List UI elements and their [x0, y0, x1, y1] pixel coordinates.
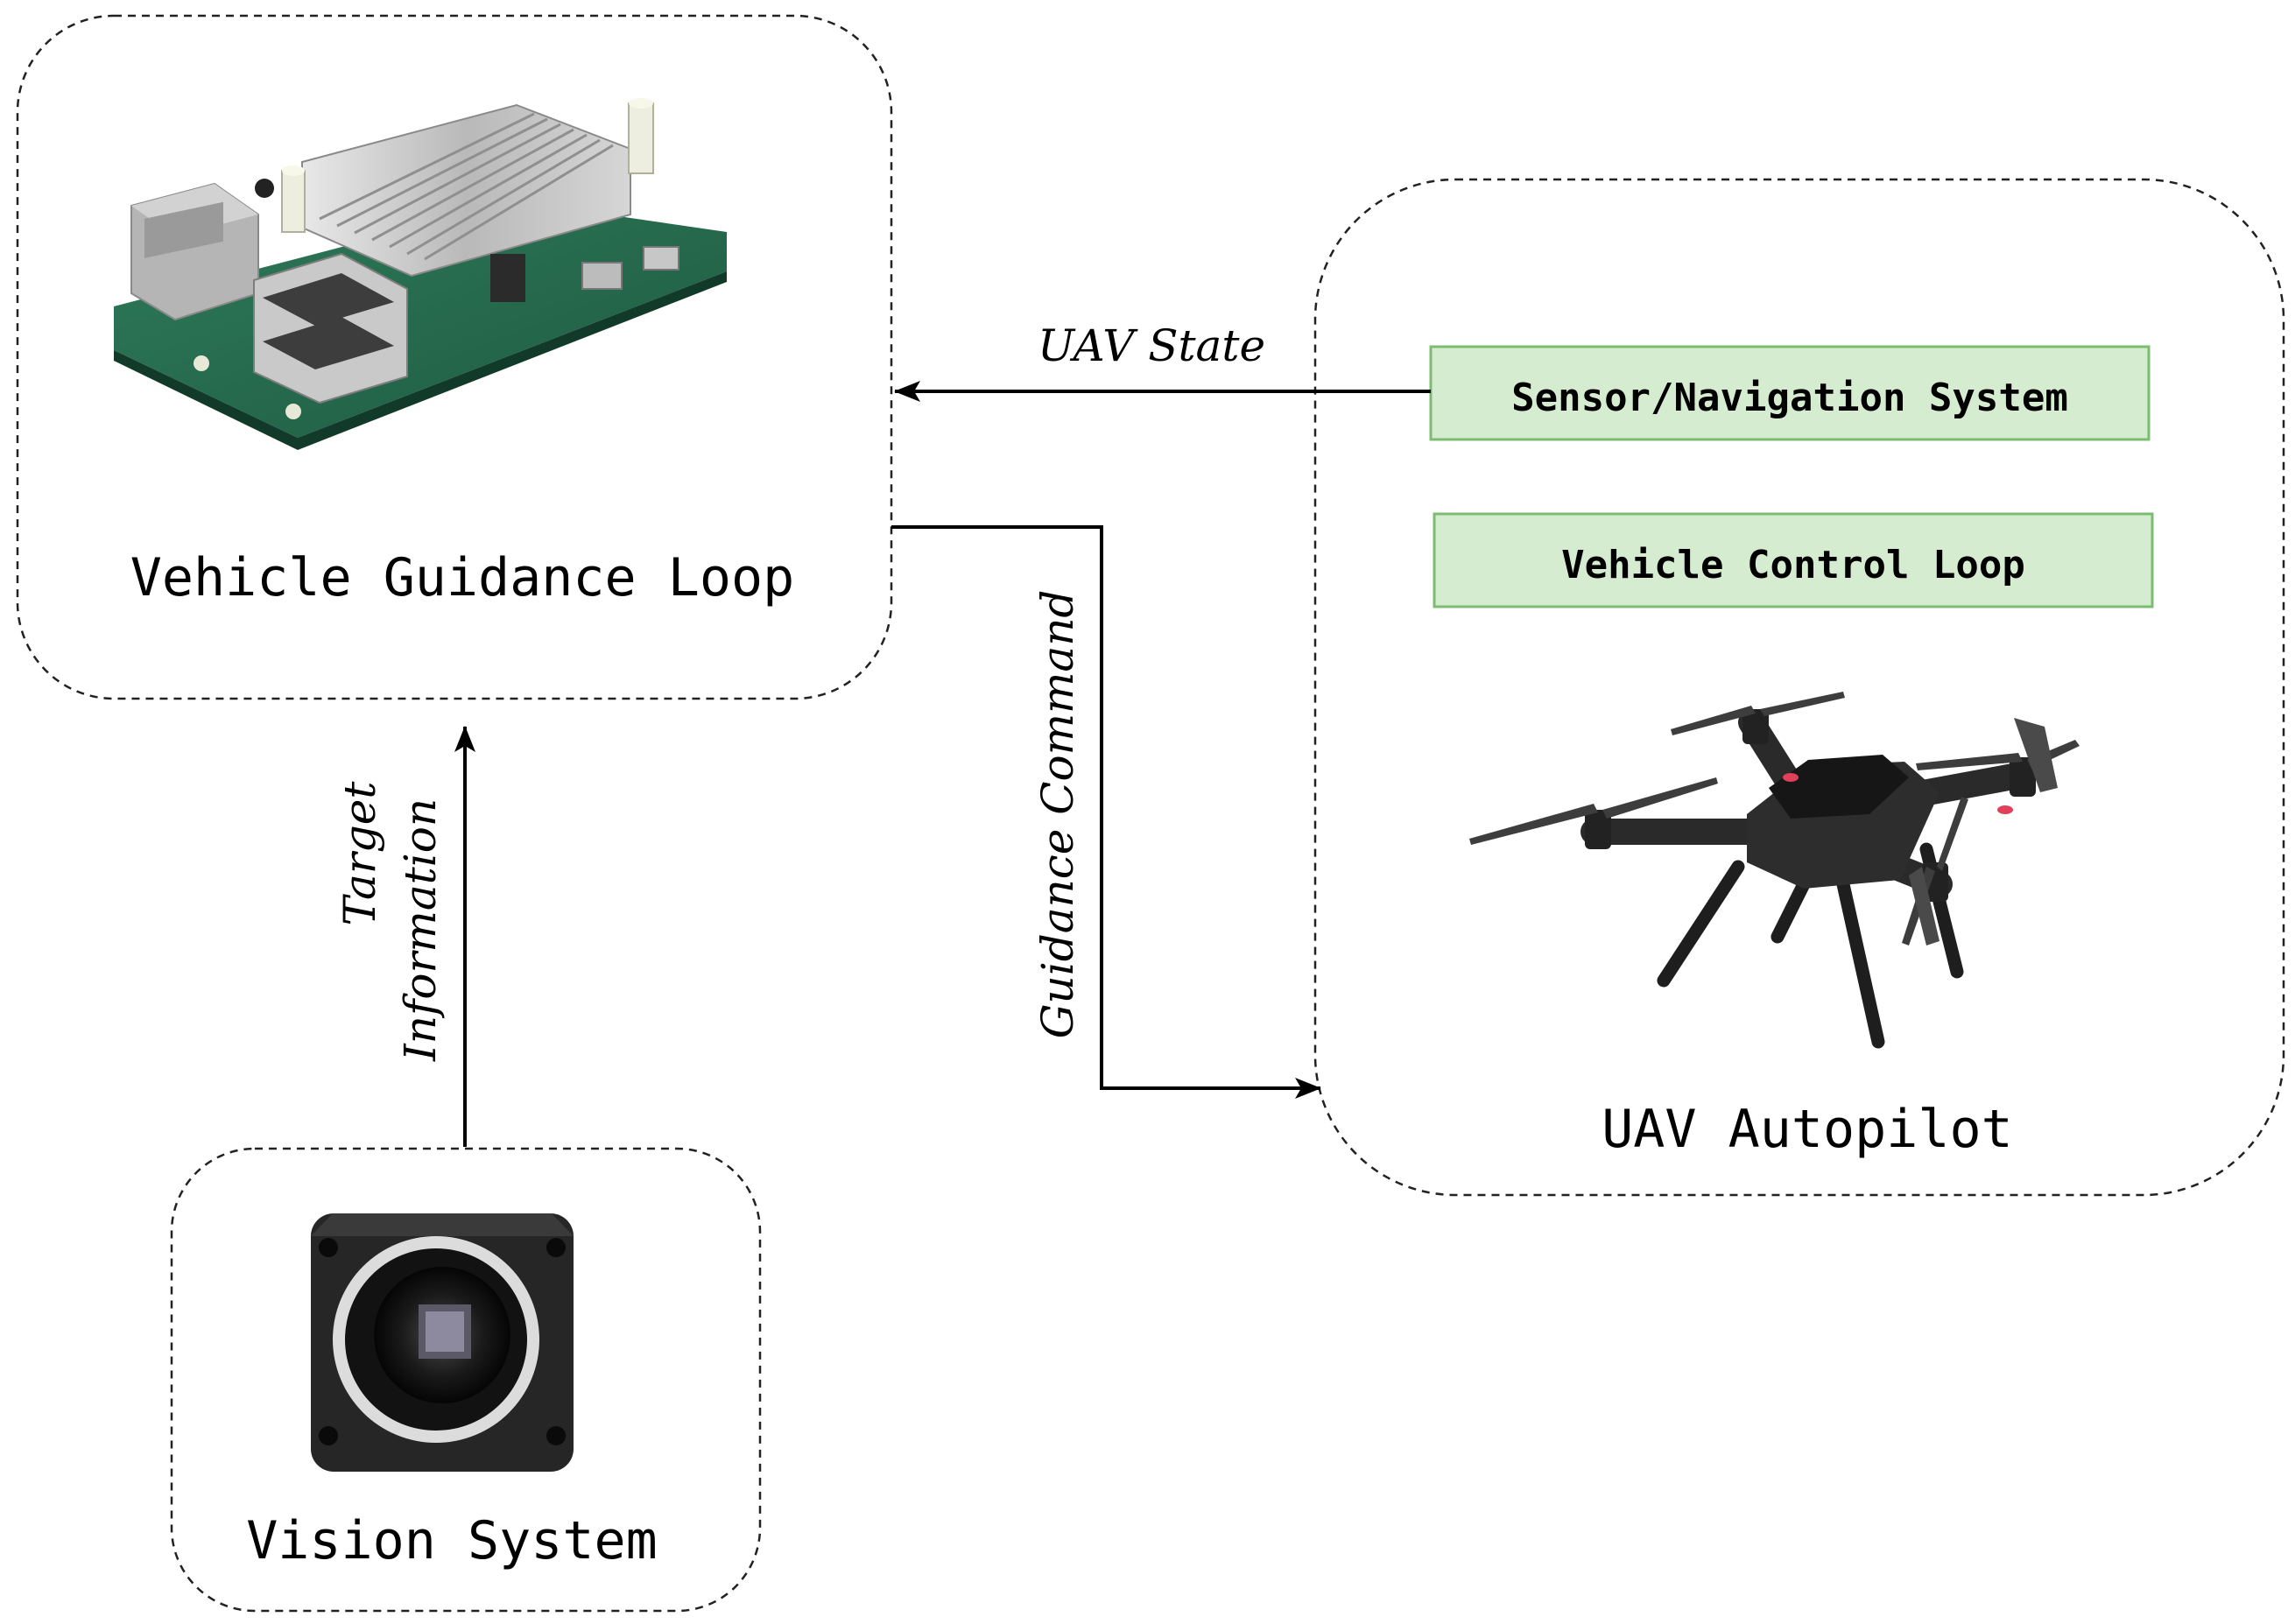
vision-box — [170, 1147, 762, 1613]
target-information-label-line2: Information — [395, 798, 446, 1062]
machine-vision-camera-image — [311, 1213, 574, 1472]
guidance-command-edge: Guidance Command — [891, 525, 1321, 1099]
guidance-node: Vehicle Guidance Loop — [16, 14, 893, 700]
single-board-computer-image — [114, 98, 727, 450]
guidance-command-arrow — [891, 525, 1321, 1099]
uav-state-edge: UAV State — [894, 320, 1431, 402]
target-information-edge: Target Information — [334, 726, 475, 1147]
autopilot-box — [1313, 178, 2285, 1197]
vision-label: Vision System — [246, 1510, 658, 1571]
vision-node: Vision System — [170, 1147, 762, 1613]
guidance-command-label: Guidance Command — [1032, 590, 1083, 1039]
target-information-label-line1: Target — [334, 781, 385, 926]
sensor-navigation-block: Sensor/Navigation System — [1429, 345, 2151, 441]
vehicle-control-label: Vehicle Control Loop — [1561, 543, 2025, 587]
sensor-navigation-label: Sensor/Navigation System — [1511, 376, 2068, 420]
autopilot-label: UAV Autopilot — [1602, 1099, 2013, 1160]
guidance-box — [16, 14, 893, 700]
vehicle-control-block: Vehicle Control Loop — [1433, 512, 2154, 608]
guidance-label: Vehicle Guidance Loop — [130, 547, 795, 608]
quadcopter-drone-image — [1469, 692, 2080, 1049]
autopilot-node: Sensor/Navigation System Vehicle Control… — [1313, 178, 2285, 1197]
uav-state-label: UAV State — [1038, 320, 1265, 371]
